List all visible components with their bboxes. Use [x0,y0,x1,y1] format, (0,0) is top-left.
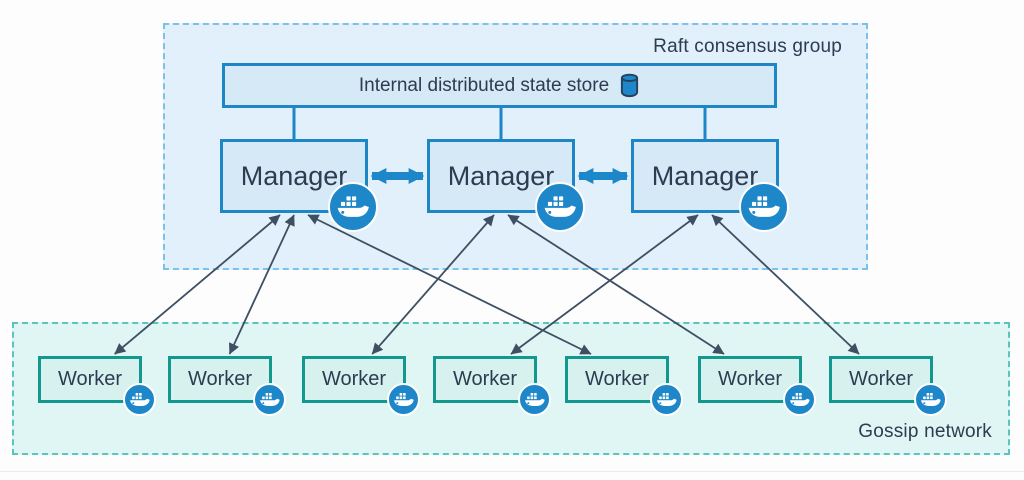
manager-2-label: Manager [447,160,555,191]
worker-7-label: Worker [848,368,914,390]
docker-whale-icon [253,383,286,416]
worker-6-node: Worker [698,356,816,416]
docker-whale-icon [328,182,378,232]
manager-3-label: Manager [651,160,759,191]
docker-whale-icon [123,383,156,416]
worker-1-node: Worker [38,356,156,416]
worker-6-label: Worker [717,368,783,390]
docker-whale-icon [518,383,551,416]
manager-3-node: Manager [631,139,789,232]
worker-1-label: Worker [57,368,123,390]
state-store-label: Internal distributed state store [358,74,610,96]
worker-2-node: Worker [168,356,286,416]
worker-5-node: Worker [565,356,683,416]
page-edge-line [0,471,1024,472]
worker-5-label: Worker [584,368,650,390]
worker-4-label: Worker [452,368,518,390]
manager-2-node: Manager [427,139,585,232]
manager-1-label: Manager [240,160,348,191]
docker-whale-icon [914,383,947,416]
gossip-network-label: Gossip network [858,421,992,442]
docker-whale-icon [387,383,420,416]
raft-group-label: Raft consensus group [653,36,842,57]
worker-3-node: Worker [302,356,420,416]
docker-whale-icon [739,182,789,232]
docker-whale-icon [783,383,816,416]
database-cylinder-icon [619,73,640,98]
docker-whale-icon [535,182,585,232]
worker-2-label: Worker [187,368,253,390]
manager-1-node: Manager [220,139,378,232]
state-store-box: Internal distributed state store [222,63,777,108]
worker-4-node: Worker [433,356,551,416]
worker-3-label: Worker [321,368,387,390]
worker-7-node: Worker [829,356,947,416]
docker-whale-icon [650,383,683,416]
